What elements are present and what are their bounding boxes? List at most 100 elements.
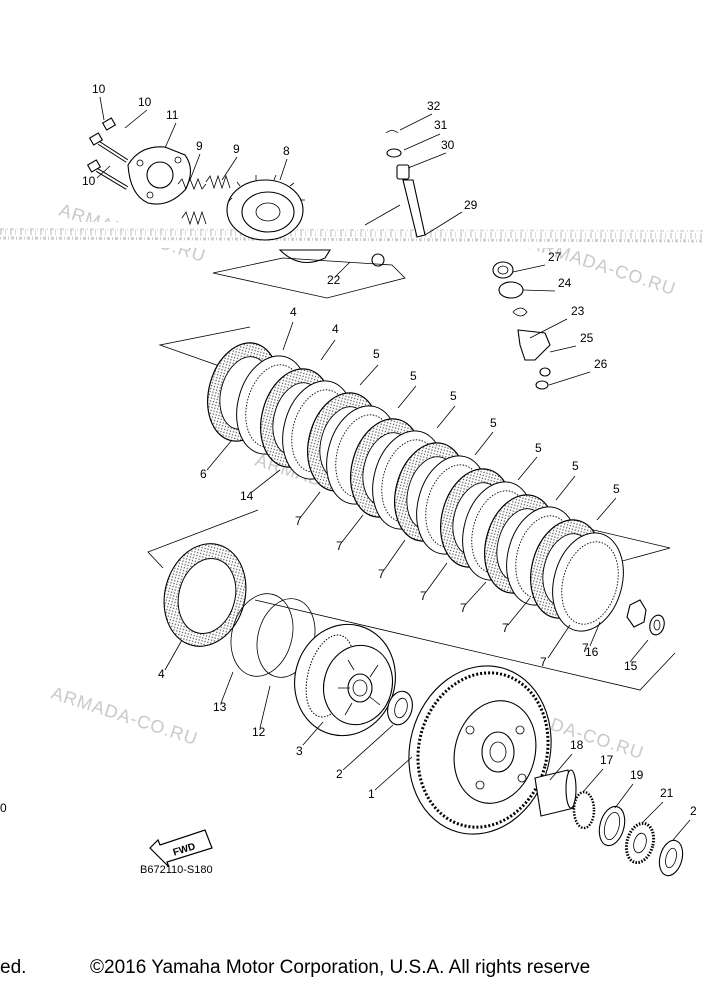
leader-line [99,96,105,121]
leader-line [374,756,413,791]
part-callout: 3 [296,744,303,758]
part-callout: 2 [690,804,697,818]
part-callout: 10 [92,82,106,96]
pressure-plate [226,174,305,241]
leader-line [96,165,111,179]
leader-line [279,158,288,181]
leader-line [189,153,201,181]
part-callout: 5 [490,416,497,430]
part-callout: 11 [166,108,179,122]
part-callout: 5 [373,347,380,361]
part-callout: 24 [558,276,572,290]
part-callout: 13 [213,700,227,714]
part-callout: 16 [585,645,599,659]
leader-line [220,671,234,704]
leader-line [549,753,573,781]
part-callout: 9 [233,142,240,156]
part-callout: 30 [441,138,455,152]
part-callout: 10 [82,174,96,188]
leader-line [672,819,691,841]
part-callout: 19 [630,768,644,782]
leader-line [251,469,281,493]
leader-line [522,289,556,292]
part-callout: 5 [410,369,417,383]
guide-line [147,509,676,691]
pressure-plate-lower [278,249,385,267]
part-callout: 32 [427,99,441,113]
fwd-arrow-icon: FWD [149,829,213,868]
leader-line [397,385,417,409]
part-callout: 22 [327,273,341,287]
leader-line [206,439,233,471]
part-callout: 27 [548,250,562,264]
leader-line [341,514,364,543]
copyright-fragment: ed. [0,957,27,978]
leader-line [549,345,577,353]
leader-line [614,783,634,809]
part-callout: 14 [240,489,254,503]
copyright-line: ed. ©2016 Yamaha Motor Corporation, U.S.… [0,957,703,987]
part-callout: 7 [378,567,385,581]
part-callout: 7 [336,539,343,553]
leader-line [320,339,336,361]
clutch-spring [177,174,231,226]
lower-plate-group [147,509,676,691]
leader-line [335,261,351,277]
clutch-nut [626,599,665,636]
reference-code: B672110-S180 [140,864,213,876]
part-callout: 25 [580,331,594,345]
part-callout: 7 [540,655,547,669]
part-callout: 26 [594,357,608,371]
leader-line [299,491,321,519]
part-callout: 6 [200,467,207,481]
clutch-boss [294,623,396,737]
leader-line [342,724,394,771]
leader-line [641,801,664,824]
leader-line [555,475,576,501]
leader-line [517,456,538,481]
part-callout: 21 [660,786,674,800]
pressure-plate-retainer [127,146,192,205]
part-callout: 4 [332,322,339,336]
leader-line [164,639,183,671]
leader-line [424,211,463,236]
leader-line [425,562,448,593]
scan-noise-band [0,222,703,248]
part-callout: 7 [295,514,302,528]
guide-line [212,257,406,299]
part-callout: 7 [582,641,589,655]
leader-line [512,264,546,273]
part-callout: 7 [420,589,427,603]
part-callout: 18 [570,738,584,752]
bolt [101,117,144,151]
part-callout: 7 [460,601,467,615]
part-callout: 5 [450,389,457,403]
watermark: ARMADA-CO.RU [49,683,201,749]
part-callout: 5 [535,441,542,455]
thrust-washer [387,690,413,726]
leader-line [548,371,591,386]
leader-line [221,156,238,181]
part-callout: 7 [502,621,509,635]
leader-line [507,597,531,626]
leader-line [589,621,601,647]
part-callout: 5 [613,482,620,496]
leader-line [407,152,447,169]
leader-line [403,133,441,151]
clutch-housing [408,665,552,835]
leader-line [582,768,604,793]
part-callout: 29 [464,198,478,212]
part-callout: 0 [0,801,7,815]
part-callout: 31 [434,118,448,132]
bolt [88,132,129,163]
leader-line [359,364,379,386]
leader-line [259,685,271,729]
part-callout: 9 [196,139,203,153]
copyright-notice: ©2016 Yamaha Motor Corporation, U.S.A. A… [90,957,591,978]
leader-line [529,318,568,339]
plate-bore [561,541,619,625]
leader-line [436,405,456,429]
part-callout: 1 [368,787,375,801]
